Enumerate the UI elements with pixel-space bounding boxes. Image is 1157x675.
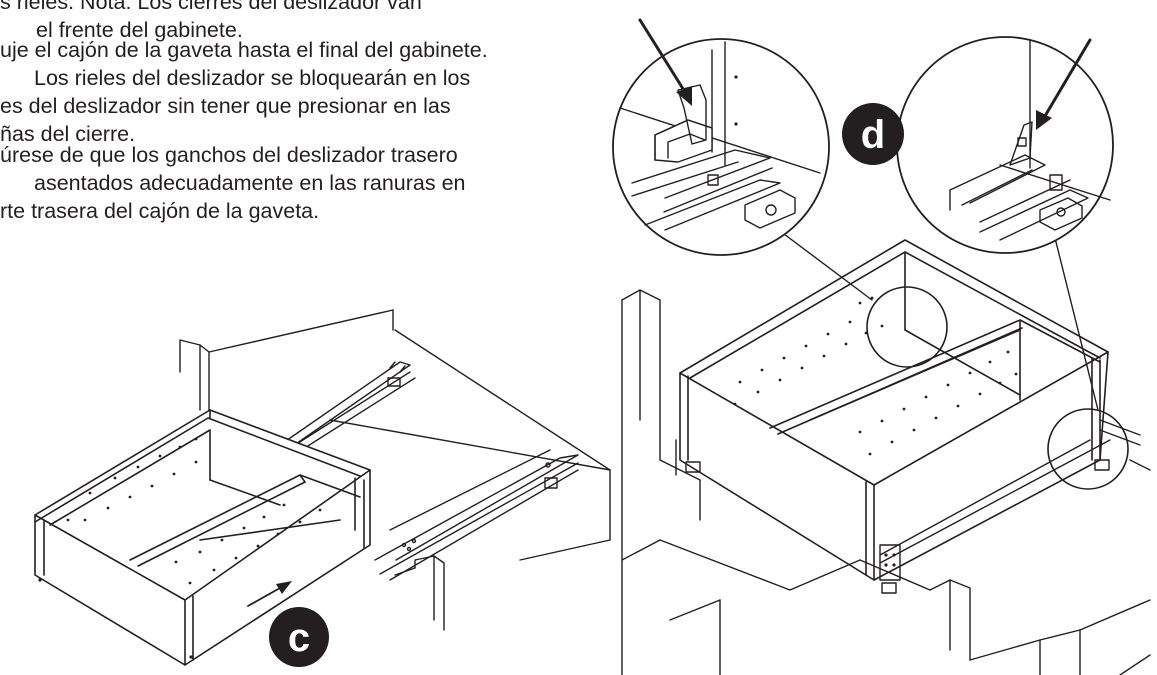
leader-line-right [1049, 217, 1099, 411]
detail-bubble-left [612, 38, 830, 256]
cabinet-floor [208, 309, 611, 561]
figure-c-drawer-sliding-in: c [34, 309, 611, 667]
text-line: es del deslizador sin tener que presiona… [0, 94, 451, 118]
drawer-box [34, 409, 371, 666]
figure-d-drawer-installed: d [612, 18, 1151, 675]
drawer-hole-dots-installed [733, 296, 1018, 567]
instruction-paragraph-hooks-seated: úrese de que los ganchos del deslizador … [0, 141, 466, 225]
detail-bubble-right [896, 36, 1114, 254]
text-line: Los rieles del deslizador se bloquearán … [34, 66, 471, 90]
text-line: uje el cajón de la gaveta hasta el final… [0, 38, 488, 62]
leader-line-left [775, 227, 873, 301]
step-badge-d: d [842, 103, 904, 165]
text-line: el frente del gabinete. [36, 18, 243, 42]
pointer-arrow-right [1036, 38, 1092, 130]
drawer-box-installed [679, 239, 1109, 581]
cabinet-front-post [394, 555, 445, 631]
pointer-arrow-left [638, 18, 692, 106]
text-line: s rieles. Nota: Los cierres del deslizad… [0, 0, 422, 14]
push-direction-arrow [247, 581, 292, 607]
step-badge-c: c [269, 607, 329, 667]
instruction-paragraph-slides-note: s rieles. Nota: Los cierres del deslizad… [0, 0, 422, 44]
cabinet-side-panel [179, 339, 210, 421]
slide-rail-right [374, 449, 579, 581]
slide-rail-left [279, 361, 416, 457]
text-line: úrese de que los ganchos del deslizador … [0, 143, 458, 167]
cabinet-base-left [621, 289, 861, 675]
step-label-d: d [861, 113, 885, 157]
text-line: rte trasera del cajón de la gaveta. [0, 199, 320, 223]
text-line: asentados adecuadamente en las ranuras e… [34, 171, 466, 195]
slide-rail-installed [675, 419, 1141, 594]
cabinet-base-front [859, 459, 1151, 675]
instruction-paragraph-push-drawer: uje el cajón de la gaveta hasta el final… [0, 36, 488, 148]
text-line: ñas del cierre. [0, 122, 136, 146]
drawer-hole-dots [38, 437, 322, 659]
detail-callout-circle-back [866, 286, 948, 368]
step-label-c: c [288, 616, 310, 660]
detail-callout-circle-front [1047, 408, 1129, 490]
